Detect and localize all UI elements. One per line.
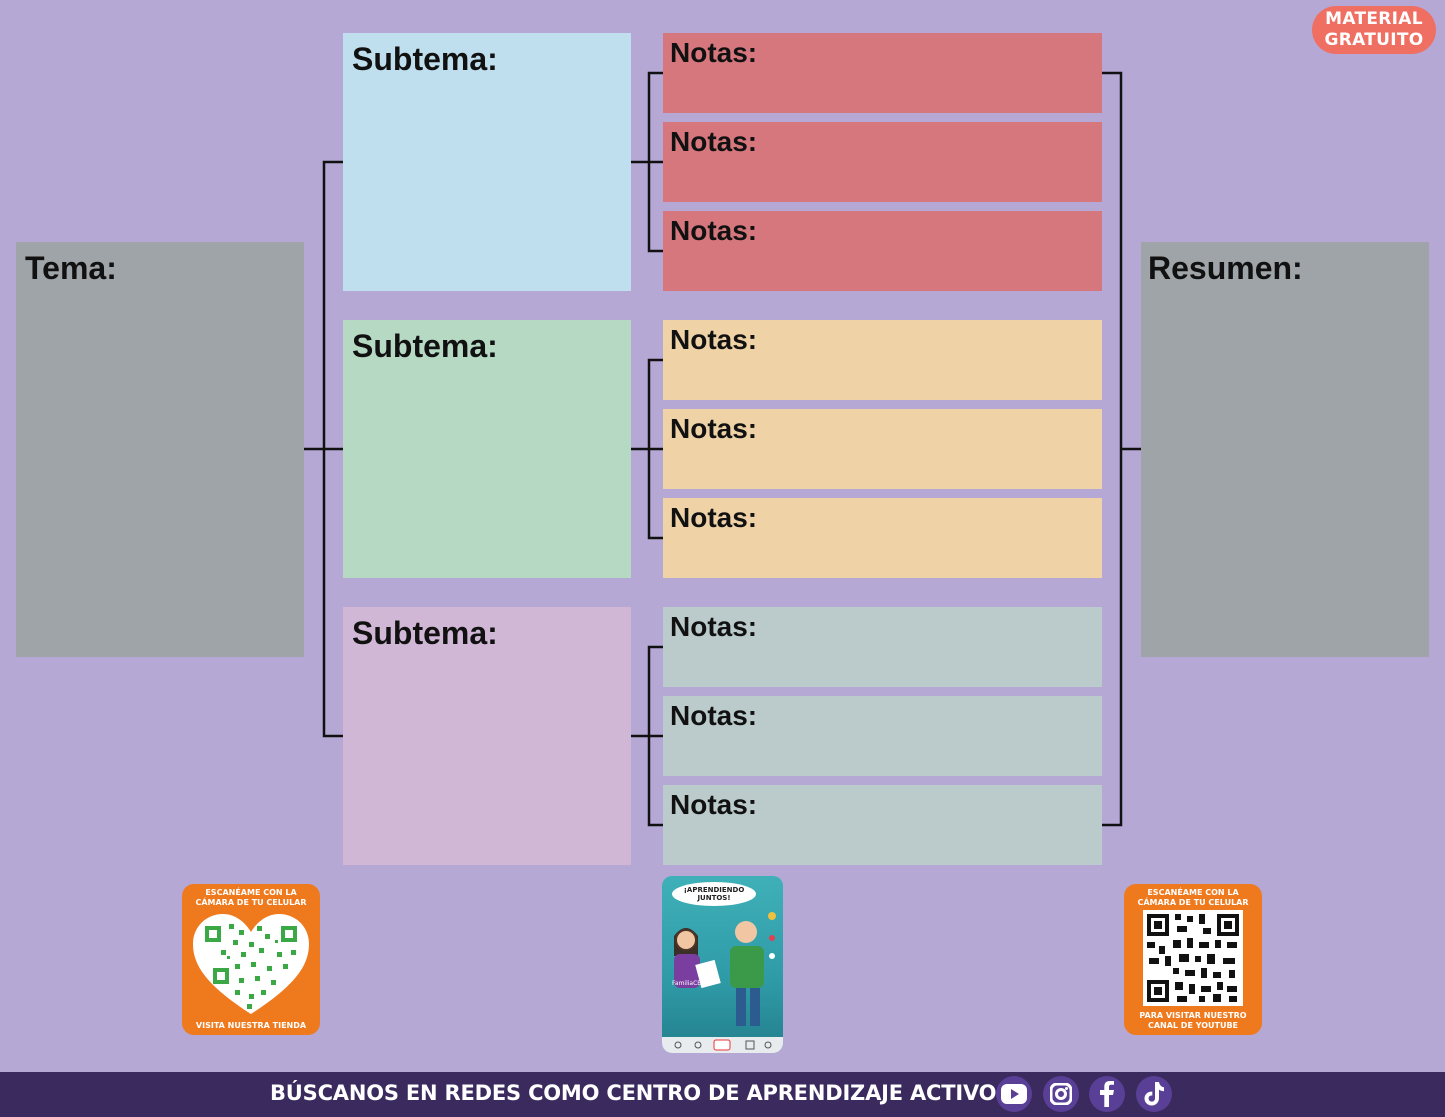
badge-line-2: GRATUITO xyxy=(1324,30,1424,50)
qr-code-icon xyxy=(1143,910,1243,1006)
instagram-icon[interactable] xyxy=(1043,1076,1079,1112)
subtema-label: Subtema: xyxy=(352,41,498,77)
footer-text: BÚSCANOS EN REDES COMO CENTRO DE APRENDI… xyxy=(270,1081,997,1105)
notes-label: Notas: xyxy=(670,37,758,68)
heart-qr-icon xyxy=(193,914,309,1014)
phone-handle: FamiliaCEAA xyxy=(672,980,710,987)
notes-label: Notas: xyxy=(670,700,758,731)
resumen-box[interactable]: Resumen: xyxy=(1141,242,1429,657)
speech-bubble: ¡APRENDIENDO JUNTOS! xyxy=(672,882,756,906)
notes-label: Notas: xyxy=(670,126,758,157)
store-qr-card[interactable]: ESCANÉAME CON LA CÁMARA DE TU CELULAR VI… xyxy=(182,884,320,1035)
subtema-box-1[interactable]: Subtema: xyxy=(343,33,631,291)
phone-nav-icons xyxy=(674,1039,772,1051)
subtema-label: Subtema: xyxy=(352,328,498,364)
notes-box-3-2[interactable]: Notas: xyxy=(663,696,1102,776)
notes-box-2-3[interactable]: Notas: xyxy=(663,498,1102,578)
phone-nav-bar xyxy=(662,1037,783,1053)
facebook-icon[interactable] xyxy=(1089,1076,1125,1112)
subtema-box-3[interactable]: Subtema: xyxy=(343,607,631,865)
phone-illustration: ¡APRENDIENDO JUNTOS! FamiliaCEAA xyxy=(662,876,783,1053)
tema-label: Tema: xyxy=(25,250,117,286)
notes-box-3-1[interactable]: Notas: xyxy=(663,607,1102,687)
subtema-box-2[interactable]: Subtema: xyxy=(343,320,631,578)
notes-label: Notas: xyxy=(670,611,758,642)
notes-box-1-3[interactable]: Notas: xyxy=(663,211,1102,291)
qr-card-caption: VISITA NUESTRA TIENDA xyxy=(195,1021,307,1030)
badge-line-1: MATERIAL xyxy=(1325,9,1423,29)
notes-box-3-3[interactable]: Notas: xyxy=(663,785,1102,865)
notes-box-1-1[interactable]: Notas: xyxy=(663,33,1102,113)
qr-card-caption: ESCANÉAME CON LA CÁMARA DE TU CELULAR xyxy=(1137,888,1249,907)
notes-label: Notas: xyxy=(670,215,758,246)
notes-label: Notas: xyxy=(670,324,758,355)
notes-label: Notas: xyxy=(670,413,758,444)
tema-box[interactable]: Tema: xyxy=(16,242,304,657)
youtube-qr-card[interactable]: ESCANÉAME CON LA CÁMARA DE TU CELULAR PA… xyxy=(1124,884,1262,1035)
qr-card-caption: PARA VISITAR NUESTRO CANAL DE YOUTUBE xyxy=(1139,1011,1247,1030)
teachers-illustration xyxy=(674,912,776,1026)
footer-bar: BÚSCANOS EN REDES COMO CENTRO DE APRENDI… xyxy=(0,1072,1445,1117)
qr-card-caption: ESCANÉAME CON LA CÁMARA DE TU CELULAR xyxy=(195,888,307,907)
notes-label: Notas: xyxy=(670,502,758,533)
youtube-icon[interactable] xyxy=(996,1076,1032,1112)
notes-box-2-1[interactable]: Notas: xyxy=(663,320,1102,400)
notes-box-1-2[interactable]: Notas: xyxy=(663,122,1102,202)
notes-box-2-2[interactable]: Notas: xyxy=(663,409,1102,489)
notes-label: Notas: xyxy=(670,789,758,820)
subtema-label: Subtema: xyxy=(352,615,498,651)
resumen-label: Resumen: xyxy=(1148,250,1303,286)
material-gratuito-badge: MATERIAL GRATUITO xyxy=(1312,6,1436,54)
tiktok-icon[interactable] xyxy=(1136,1076,1172,1112)
